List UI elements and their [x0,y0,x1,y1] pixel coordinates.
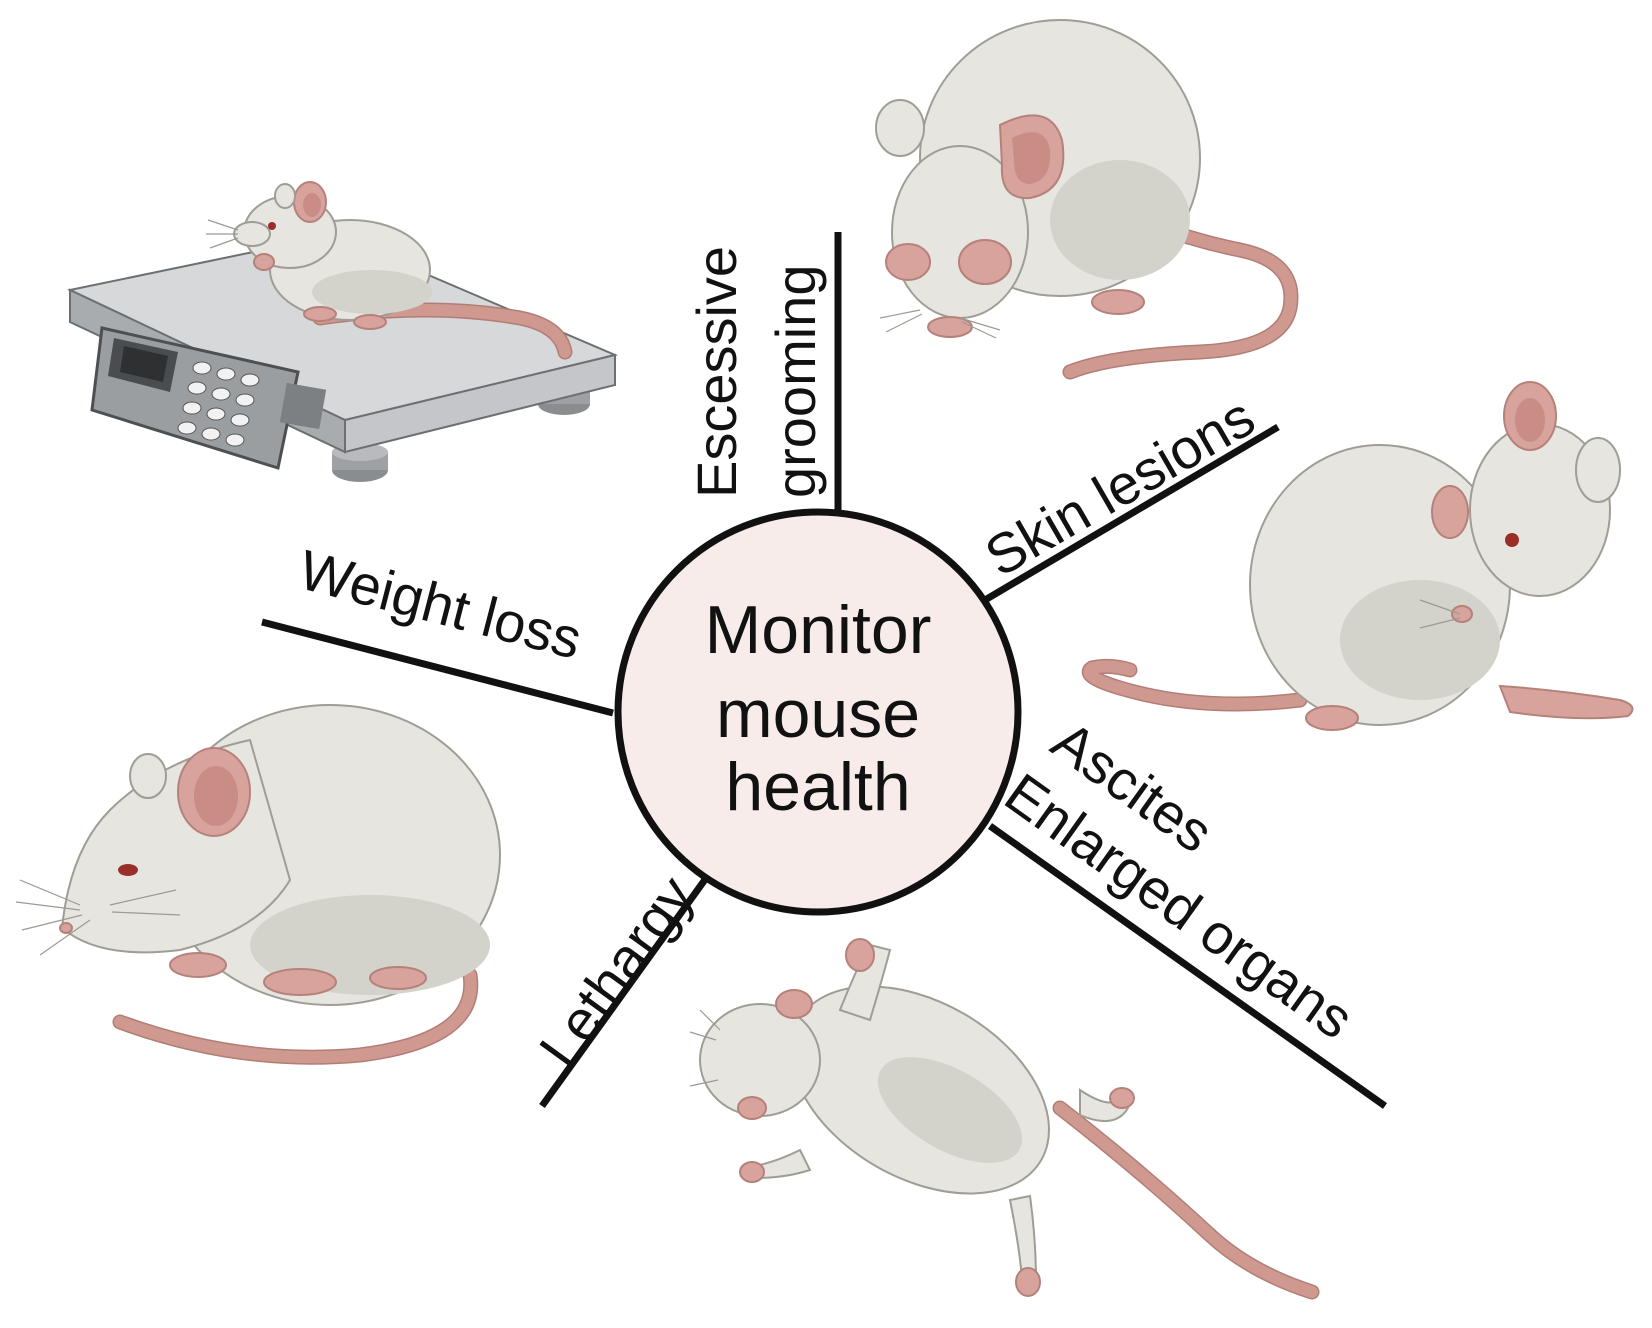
spoke-ascites [987,823,1388,1109]
mouse-lying-on-back-icon [689,938,1320,1300]
center-line-3: health [725,749,910,825]
curled-grooming-mouse-icon [875,19,1299,380]
center-circle [614,508,1022,916]
center-line-1: Monitor [705,592,932,668]
scale-with-mouse-icon [66,181,619,482]
hunched-mouse-icon [15,704,501,1065]
spoke-skin [983,423,1280,604]
label-skin: Skin lesions [975,384,1265,588]
label-grooming-line-2: grooming [764,265,827,498]
spoke-lines [261,232,1388,1109]
center-line-2: mouse [716,676,920,752]
label-lethargy: Lethargy [527,865,706,1078]
label-grooming-line-1: Escessive [685,246,748,498]
scratching-mouse-icon [1081,381,1634,731]
spoke-lethargy [539,871,712,1109]
label-ascites: Ascites Enlarged organs [994,708,1365,1050]
label-grooming: Escessive grooming [685,246,827,498]
label-lethargy-line-1: Lethargy [527,865,706,1078]
label-skin-line-1: Skin lesions [975,384,1265,588]
center-node: Monitor mouse health [614,508,1022,916]
label-weight-line-1: Weight loss [293,538,588,671]
spoke-weight [261,618,614,717]
label-weight: Weight loss [293,538,588,671]
